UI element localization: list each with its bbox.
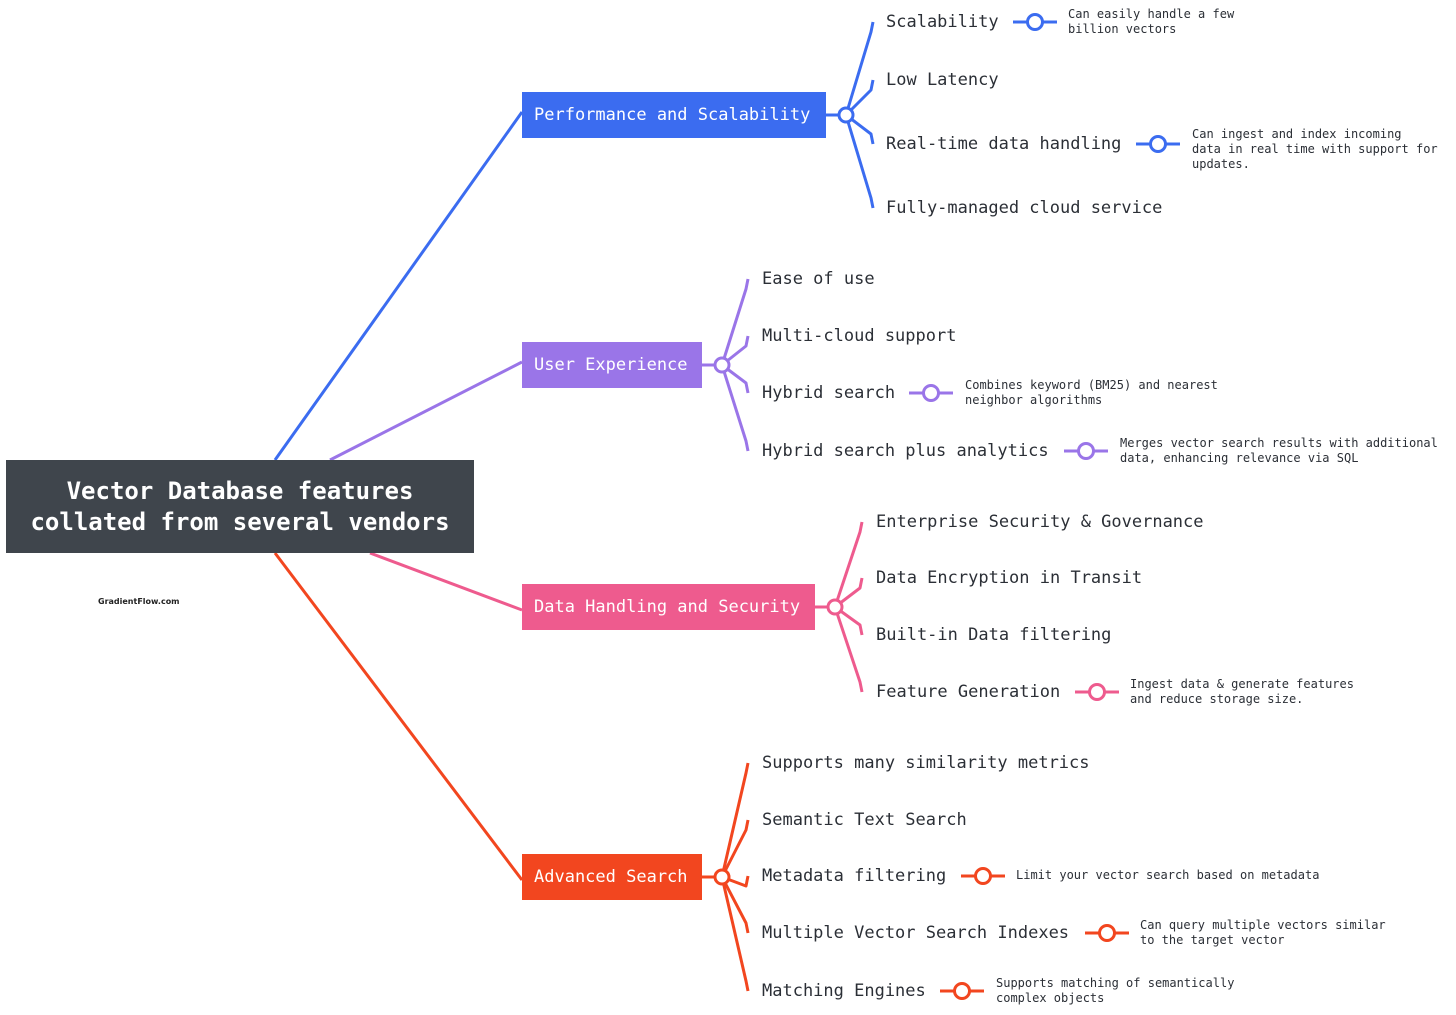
leaf-connector bbox=[833, 606, 864, 693]
note-line: to the target vector bbox=[1140, 933, 1285, 947]
note-line: Supports matching of semantically bbox=[996, 976, 1235, 990]
note-line: billion vectors bbox=[1068, 22, 1177, 36]
leaf-connector bbox=[844, 79, 875, 117]
leaf-label: Hybrid search plus analytics bbox=[762, 441, 1049, 461]
note-text: Merges vector search results with additi… bbox=[1120, 436, 1438, 466]
note-line: complex objects bbox=[996, 991, 1105, 1005]
note-node bbox=[1088, 683, 1106, 701]
note-line: data, enhancing relevance via SQL bbox=[1120, 451, 1359, 465]
leaf-connector bbox=[721, 335, 750, 367]
leaf-label: Supports many similarity metrics bbox=[762, 753, 1090, 773]
note-line: Can query multiple vectors similar bbox=[1140, 918, 1386, 932]
root-node: Vector Database features collated from s… bbox=[6, 460, 474, 553]
leaf-connector bbox=[844, 21, 875, 116]
branch-node: User Experience bbox=[522, 342, 702, 388]
leaf-label: Metadata filtering bbox=[762, 866, 947, 886]
hub-node bbox=[826, 598, 844, 616]
branch-node: Data Handling and Security bbox=[522, 584, 815, 630]
root-connector bbox=[369, 551, 523, 612]
note-text: Limit your vector search based on metada… bbox=[1016, 868, 1319, 883]
branch-node: Advanced Search bbox=[522, 854, 702, 900]
root-title-line-2: collated from several vendors bbox=[30, 507, 450, 536]
note-line: Can ingest and index incoming bbox=[1192, 127, 1402, 141]
note-line: neighbor algorithms bbox=[965, 393, 1103, 407]
leaf-label: Feature Generation bbox=[876, 682, 1061, 702]
leaf-label: Built-in Data filtering bbox=[876, 625, 1112, 645]
leaf-connector bbox=[720, 876, 750, 934]
leaf-connector bbox=[720, 364, 750, 452]
note-node bbox=[1098, 924, 1116, 942]
leaf-label: Multiple Vector Search Indexes bbox=[762, 923, 1070, 943]
note-line: Can easily handle a few bbox=[1068, 7, 1235, 21]
leaf-label: Data Encryption in Transit bbox=[876, 568, 1143, 588]
hub-node bbox=[713, 356, 731, 374]
root-title-line-1: Vector Database features bbox=[66, 476, 414, 505]
leaf-connector bbox=[833, 521, 864, 608]
note-line: Limit your vector search based on metada… bbox=[1016, 868, 1320, 882]
leaf-label: Ease of use bbox=[762, 269, 875, 289]
leaf-label: Fully-managed cloud service bbox=[886, 198, 1163, 218]
note-node bbox=[1077, 442, 1095, 460]
note-node bbox=[1149, 135, 1167, 153]
leaf-label: Low Latency bbox=[886, 70, 999, 90]
leaf-connector bbox=[720, 762, 750, 878]
root-connector bbox=[273, 552, 524, 881]
leaf-label: Semantic Text Search bbox=[762, 810, 967, 830]
note-line: Merges vector search results with additi… bbox=[1120, 436, 1438, 450]
note-line: data in real time with support for bbox=[1192, 142, 1438, 156]
note-line: updates. bbox=[1192, 157, 1250, 171]
branch-node: Performance and Scalability bbox=[522, 92, 826, 138]
leaf-connector bbox=[721, 363, 750, 394]
leaf-label: Real-time data handling bbox=[886, 134, 1122, 154]
note-line: and reduce storage size. bbox=[1130, 692, 1304, 706]
leaf-connector bbox=[834, 577, 864, 609]
note-node bbox=[974, 867, 992, 885]
leaf-connector bbox=[720, 876, 750, 992]
note-line: Combines keyword (BM25) and nearest bbox=[965, 378, 1218, 392]
leaf-label: Hybrid search bbox=[762, 383, 896, 403]
hub-node bbox=[713, 868, 731, 886]
note-node bbox=[1026, 13, 1044, 31]
root-connector bbox=[273, 111, 524, 461]
note-node bbox=[953, 982, 971, 1000]
leaf-connector bbox=[834, 605, 864, 636]
root-connector bbox=[329, 360, 523, 462]
leaf-label: Enterprise Security & Governance bbox=[876, 512, 1204, 532]
leaf-connector bbox=[720, 278, 750, 366]
leaf-connector bbox=[844, 114, 875, 209]
note-line: Ingest data & generate features bbox=[1130, 677, 1354, 691]
leaf-label: Multi-cloud support bbox=[762, 326, 957, 346]
hub-node bbox=[837, 106, 855, 124]
leaf-connector bbox=[721, 875, 750, 888]
leaf-label: Matching Engines bbox=[762, 981, 926, 1001]
leaf-label: Scalability bbox=[886, 12, 999, 32]
leaf-connector bbox=[845, 113, 875, 145]
watermark: GradientFlow.com bbox=[98, 597, 180, 606]
leaf-connector bbox=[720, 819, 750, 878]
note-node bbox=[922, 384, 940, 402]
